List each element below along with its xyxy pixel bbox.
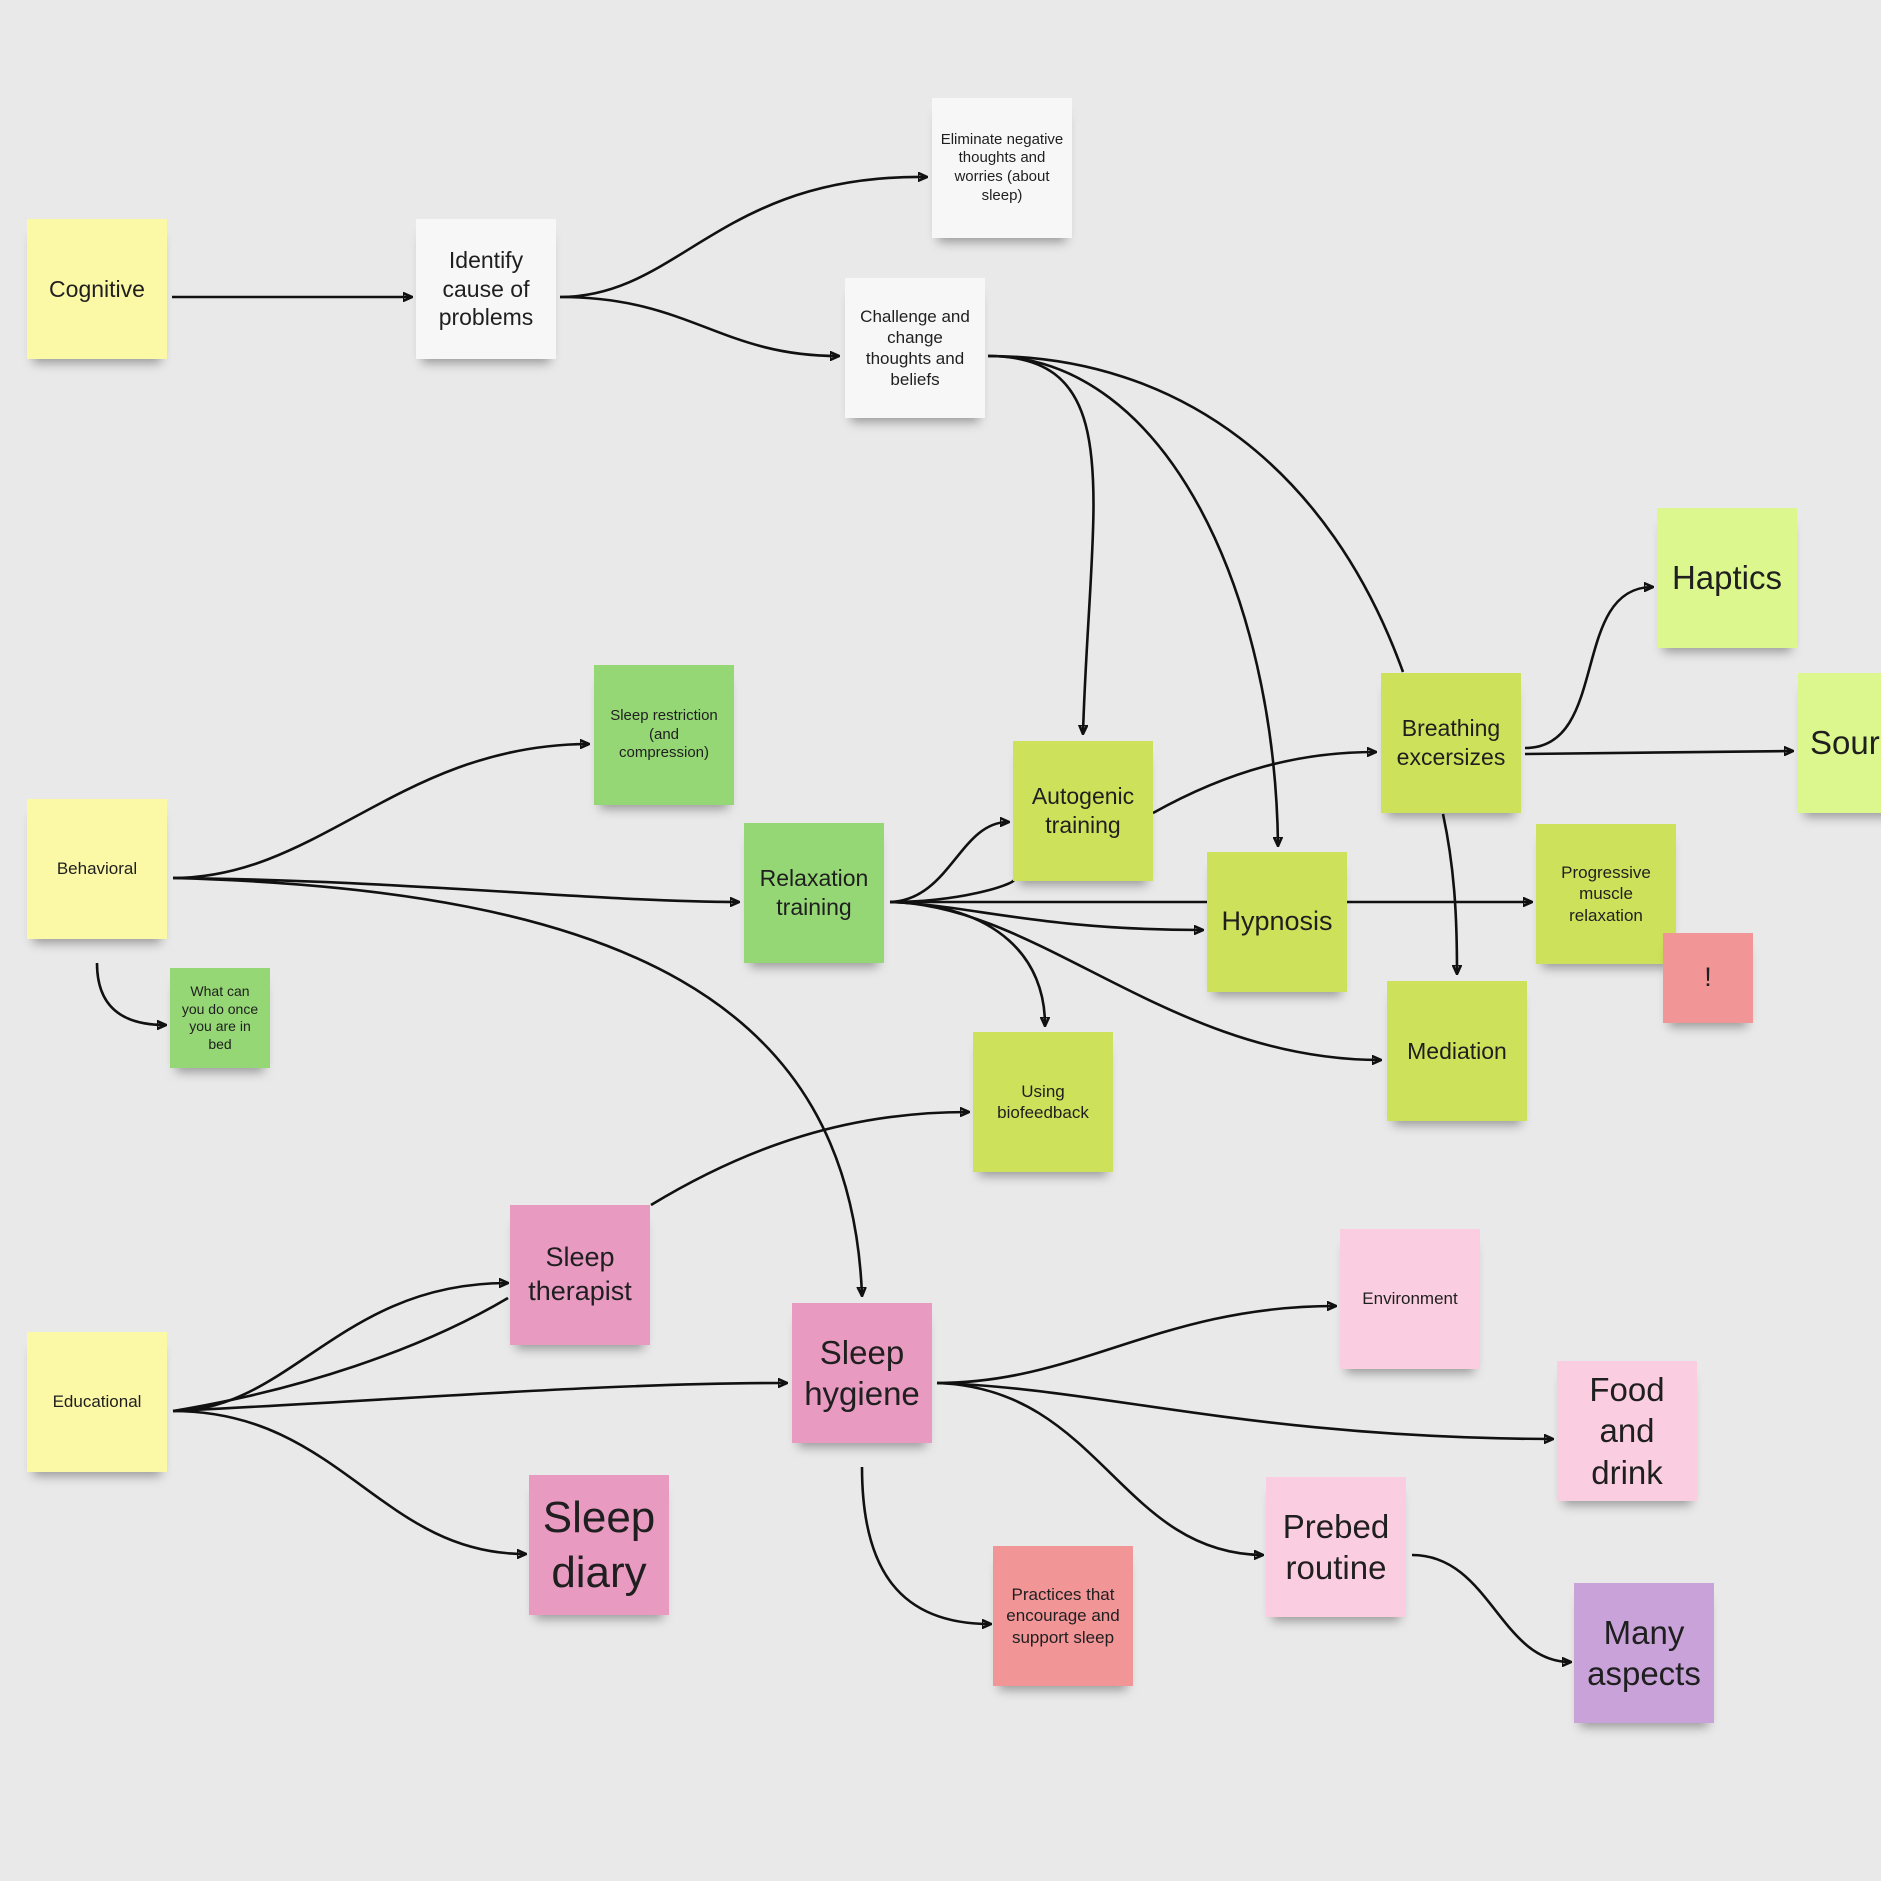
connector-educational-therapist-2[interactable]: [172, 1296, 509, 1413]
note-sleep-diary[interactable]: Sleep diary: [529, 1475, 669, 1615]
connector-hygiene-food[interactable]: [936, 1381, 1552, 1439]
note-educational-text: Educational: [52, 1392, 142, 1412]
note-sleep-therapist-text: Sleep therapist: [528, 1242, 632, 1306]
connector-relaxation-biofeedback[interactable]: [889, 900, 1045, 1025]
connector-behavioral-sleep-restriction[interactable]: [172, 744, 588, 880]
note-identify-cause-text: Identify cause of problems: [438, 246, 534, 331]
note-sleep-therapist[interactable]: Sleep therapist: [510, 1205, 650, 1345]
connector-hygiene-environment[interactable]: [936, 1306, 1335, 1385]
note-breathing-exercises[interactable]: Breathing excersizes: [1381, 673, 1521, 813]
connector-relaxation-breathing[interactable]: [889, 879, 1016, 904]
note-hypnosis[interactable]: Hypnosis: [1207, 852, 1347, 992]
connector-behavioral-sleep-hygiene[interactable]: [172, 876, 862, 1295]
connector-breathing-haptics[interactable]: [1524, 587, 1652, 750]
connector-educational-therapist[interactable]: [172, 1283, 507, 1413]
note-autogenic-training[interactable]: Autogenic training: [1013, 741, 1153, 881]
connector-breathing-mediation[interactable]: [1441, 813, 1457, 973]
connector-hygiene-practices[interactable]: [860, 1466, 990, 1624]
note-exclamation[interactable]: !: [1663, 933, 1753, 1023]
note-many-text: Many aspects: [1587, 1613, 1701, 1692]
connector-challenge-hypnosis[interactable]: [987, 354, 1278, 845]
connector-relaxation-autogenic[interactable]: [889, 822, 1008, 904]
note-cognitive-text: Cognitive: [49, 275, 145, 302]
note-many-aspects[interactable]: Many aspects: [1574, 1583, 1714, 1723]
note-sound-text: Sour: [1810, 724, 1880, 762]
note-what-can-you-do[interactable]: What can you do once you are in bed: [170, 968, 270, 1068]
note-environment-text: Environment: [1362, 1289, 1458, 1309]
note-behavioral[interactable]: Behavioral: [27, 799, 167, 939]
note-haptics-text: Haptics: [1671, 559, 1783, 597]
note-mediation[interactable]: Mediation: [1387, 981, 1527, 1121]
note-behavioral-text: Behavioral: [56, 859, 138, 879]
note-sleep-diary-text: Sleep diary: [542, 1493, 656, 1597]
connector-hygiene-prebed[interactable]: [936, 1381, 1262, 1555]
note-prebed-text: Prebed routine: [1282, 1507, 1390, 1586]
note-practices-support-sleep[interactable]: Practices that encourage and support sle…: [993, 1546, 1133, 1686]
note-practices-text: Practices that encourage and support sle…: [1006, 1585, 1120, 1647]
note-challenge-thoughts[interactable]: Challenge and change thoughts and belief…: [845, 278, 985, 418]
note-sound[interactable]: Sour: [1798, 673, 1881, 813]
note-exclamation-text: !: [1704, 962, 1712, 993]
note-haptics[interactable]: Haptics: [1657, 508, 1797, 648]
note-identify-cause[interactable]: Identify cause of problems: [416, 219, 556, 359]
note-biofeedback-text: Using biofeedback: [997, 1081, 1089, 1122]
note-mediation-text: Mediation: [1407, 1037, 1507, 1064]
note-cognitive[interactable]: Cognitive: [27, 219, 167, 359]
connector-behavioral-what-can[interactable]: [95, 962, 165, 1025]
note-food-text: Food and drink: [1589, 1371, 1665, 1491]
note-sleep-hygiene[interactable]: Sleep hygiene: [792, 1303, 932, 1443]
note-relaxation-training[interactable]: Relaxation training: [744, 823, 884, 963]
note-sleep-restriction-text: Sleep restriction (and compression): [610, 706, 718, 762]
note-sleep-restriction[interactable]: Sleep restriction (and compression): [594, 665, 734, 805]
connector-identify-eliminate[interactable]: [559, 177, 926, 299]
connector-therapist-biofeedback[interactable]: [650, 1112, 968, 1207]
note-what-can-text: What can you do once you are in bed: [181, 983, 259, 1052]
note-environment[interactable]: Environment: [1340, 1229, 1480, 1369]
connector-behavioral-relaxation[interactable]: [172, 876, 738, 902]
note-challenge-text: Challenge and change thoughts and belief…: [860, 306, 970, 390]
note-autogenic-text: Autogenic training: [1031, 783, 1135, 838]
note-food-and-drink[interactable]: Food and drink: [1557, 1361, 1697, 1501]
note-eliminate-text: Eliminate negative thoughts and worries …: [940, 130, 1064, 204]
connector-identify-challenge[interactable]: [559, 295, 838, 356]
note-hypnosis-text: Hypnosis: [1221, 906, 1333, 937]
note-progressive-muscle-relaxation[interactable]: Progressive muscle relaxation: [1536, 824, 1676, 964]
note-eliminate-negative-thoughts[interactable]: Eliminate negative thoughts and worries …: [932, 98, 1072, 238]
note-relaxation-text: Relaxation training: [759, 865, 869, 920]
note-progressive-text: Progressive muscle relaxation: [1561, 863, 1651, 925]
connector-educational-diary[interactable]: [172, 1409, 525, 1554]
note-educational[interactable]: Educational: [27, 1332, 167, 1472]
note-sleep-hygiene-text: Sleep hygiene: [804, 1333, 920, 1412]
note-breathing-text: Breathing excersizes: [1396, 715, 1506, 770]
connector-relaxation-mediation[interactable]: [889, 900, 1380, 1060]
connector-challenge-breathing[interactable]: [987, 354, 1405, 673]
note-prebed-routine[interactable]: Prebed routine: [1266, 1477, 1406, 1617]
note-using-biofeedback[interactable]: Using biofeedback: [973, 1032, 1113, 1172]
connector-breathing-sound[interactable]: [1524, 751, 1792, 754]
connector-autogenic-breathing[interactable]: [1152, 752, 1375, 815]
connector-educational-hygiene[interactable]: [172, 1383, 786, 1413]
connector-prebed-many[interactable]: [1411, 1553, 1570, 1662]
connector-challenge-autogenic[interactable]: [987, 354, 1095, 733]
